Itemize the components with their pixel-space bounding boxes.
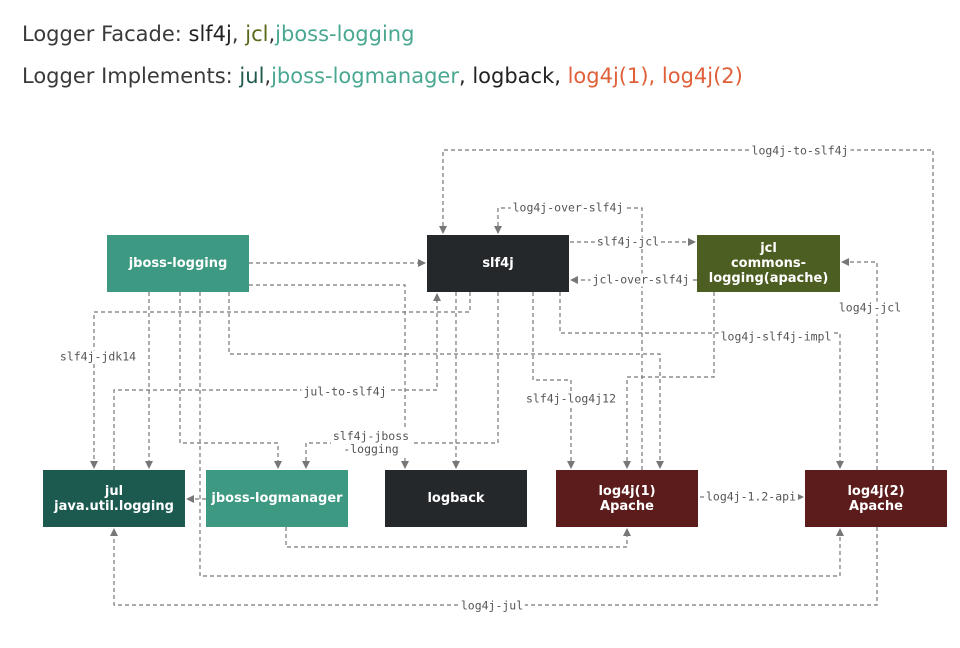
facade-item: jboss-logging [275, 22, 415, 46]
node-log4j2[interactable]: log4j(2)Apache [805, 470, 947, 527]
edge-jboss-logging-to-log4j1 [228, 292, 664, 469]
node-label-line: jcl [760, 241, 777, 256]
impl-item: jboss-logmanager [271, 64, 459, 88]
edge-label-slf4j-jboss-logging: slf4j-jboss -logging [330, 429, 412, 456]
edge-log4j-jcl [841, 258, 878, 470]
edge-label-log4j-to-slf4j: log4j-to-slf4j [749, 143, 851, 158]
edge-logmanager-to-log4j1 [285, 527, 631, 548]
facade-item: , [231, 22, 246, 46]
facade-items: slf4j, jcl,jboss-logging [189, 22, 415, 46]
node-label-line: jul [104, 483, 124, 499]
implements-items: jul,jboss-logmanager, logback, log4j(1),… [239, 64, 742, 88]
node-label-line: logback [427, 491, 485, 506]
implements-label: Logger Implements: [22, 64, 240, 88]
node-label: logback [427, 491, 484, 506]
edge-label-slf4j-jcl: slf4j-jcl [594, 234, 662, 249]
node-label: slf4j [482, 256, 513, 271]
edge-label-log4j-over-slf4j: log4j-over-slf4j [510, 200, 626, 215]
edge-jboss-logging-to-log4j2 [199, 292, 844, 577]
edge-label-log4j-1-2-api: log4j-1.2-api [703, 489, 799, 504]
impl-item: , logback, [458, 64, 568, 88]
edge-label-log4j-jcl: log4j-jcl [836, 300, 904, 315]
facade-item: , [268, 22, 276, 46]
node-label-line: slf4j [482, 256, 514, 271]
node-label-line: jboss-logmanager [211, 491, 343, 506]
node-label-line: log4j(1) [598, 483, 656, 499]
edge-log4j-jul [110, 527, 878, 606]
edge-slf4j-jdk14 [90, 292, 471, 469]
edge-jboss-logging-to-logback [249, 284, 409, 469]
node-label-line: logging(apache) [708, 271, 829, 286]
logger-facade-line: Logger Facade: slf4j, jcl,jboss-logging [22, 22, 414, 46]
edge-slf4j-log4j12 [532, 292, 575, 469]
node-label-line: log4j(2) [847, 483, 905, 499]
node-label-line: Apache [849, 498, 903, 514]
edges [90, 149, 934, 606]
edge-jboss-logging-to-logmanager [179, 292, 282, 469]
node-label: log4j(2)Apache [847, 484, 904, 514]
impl-item: log4j(1), log4j(2) [567, 64, 743, 88]
node-label: jboss-logging [129, 256, 228, 271]
edge-label-slf4j-log4j12: slf4j-log4j12 [523, 391, 619, 406]
logger-implements-line: Logger Implements: jul,jboss-logmanager,… [22, 64, 743, 88]
node-label-line: commons- [730, 256, 807, 271]
node-logback[interactable]: logback [385, 470, 527, 527]
edge-log4j-slf4j-impl [559, 292, 844, 469]
node-label-line: java.util.logging [54, 498, 174, 514]
impl-item: jul [239, 64, 265, 88]
edge-label-log4j-slf4j-impl: log4j-slf4j-impl [718, 329, 834, 344]
node-label-line: Apache [600, 498, 654, 514]
node-label-line: jboss-logging [128, 256, 228, 271]
edge-label-jcl-over-slf4j: jcl-over-slf4j [590, 272, 692, 287]
node-jboss-logging[interactable]: jboss-logging [107, 235, 249, 292]
facade-item: slf4j [188, 22, 232, 46]
node-slf4j[interactable]: slf4j [427, 235, 569, 292]
node-label: log4j(1)Apache [598, 484, 655, 514]
node-log4j1[interactable]: log4j(1)Apache [556, 470, 698, 527]
edge-jcl-to-log4j1 [623, 292, 715, 469]
edge-label-jul-to-slf4j: jul-to-slf4j [301, 384, 389, 399]
impl-item: , [264, 64, 272, 88]
edge-jul-to-slf4j [113, 293, 441, 470]
facade-label: Logger Facade: [22, 22, 189, 46]
node-label: jboss-logmanager [211, 491, 342, 506]
edge-label-slf4j-jdk14: slf4j-jdk14 [57, 349, 139, 364]
facade-item: jcl [245, 22, 269, 46]
edge-label-log4j-jul: log4j-jul [458, 598, 526, 613]
node-jboss-logmanager[interactable]: jboss-logmanager [206, 470, 348, 527]
